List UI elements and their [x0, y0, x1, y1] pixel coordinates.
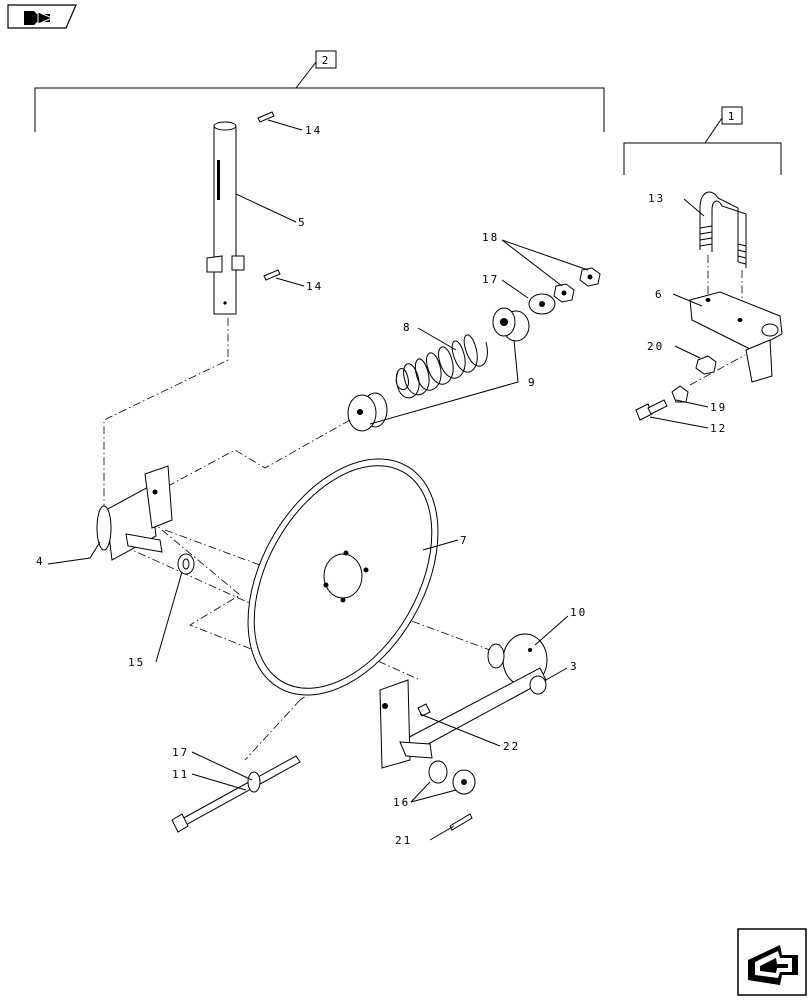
- callout-21: 21: [395, 834, 412, 847]
- next-page-arrow-icon: [748, 945, 798, 985]
- callout-13: 13: [648, 192, 665, 205]
- part-15-washer: [177, 553, 195, 575]
- group-bracket-2: 2: [34, 50, 605, 132]
- callout-6: 6: [655, 288, 664, 301]
- prev-nav-button[interactable]: [7, 4, 77, 29]
- part-16-washers: [428, 760, 476, 795]
- callout-8: 8: [403, 321, 412, 334]
- callout-14-bottom: 14: [306, 280, 323, 293]
- part-6-bracket: [689, 291, 783, 383]
- callout-leaders: [47, 119, 709, 841]
- callout-15: 15: [128, 656, 145, 669]
- group-label-1: 1: [728, 110, 737, 123]
- part-22-set-screw: [417, 703, 431, 717]
- part-18-nut-b: [579, 267, 601, 287]
- callout-labels: 14 5 14 18 17 8 9 13 6 20 19 12 4 7 15 1…: [36, 124, 727, 847]
- next-nav-button[interactable]: [737, 928, 807, 996]
- part-20-nut: [695, 355, 717, 375]
- part-17-washer-top: [528, 293, 556, 315]
- callout-16: 16: [393, 796, 410, 809]
- part-19-washer: [671, 385, 689, 403]
- group-label-2: 2: [322, 54, 331, 67]
- part-14-pin-top: [257, 111, 275, 123]
- callout-18: 18: [482, 231, 499, 244]
- callout-22: 22: [503, 740, 520, 753]
- callout-5: 5: [298, 216, 307, 229]
- callout-11: 11: [172, 768, 189, 781]
- part-18-nut-a: [553, 283, 575, 303]
- part-12-bolt: [635, 399, 668, 421]
- part-9-spring-cap-left: [347, 392, 388, 432]
- part-13-u-bolt: [699, 191, 747, 268]
- callout-19: 19: [710, 401, 727, 414]
- book-arrow-icon: [24, 11, 54, 25]
- callout-7: 7: [460, 534, 469, 547]
- callout-9: 9: [528, 376, 537, 389]
- callout-17-bottom: 17: [172, 746, 189, 759]
- callout-12: 12: [710, 422, 727, 435]
- part-9-spring-cap-right: [492, 307, 530, 342]
- callout-10: 10: [570, 606, 587, 619]
- part-14-pin-bottom: [263, 269, 281, 281]
- part-4-bracket: [96, 465, 173, 561]
- part-17-washer-bottom: [247, 771, 261, 793]
- callout-3: 3: [570, 660, 579, 673]
- part-7-disc: [247, 458, 439, 696]
- group-bracket-1: 1: [623, 106, 782, 175]
- part-21-cotter-pin: [449, 813, 473, 831]
- callout-4: 4: [36, 555, 45, 568]
- part-3-arm: [379, 667, 547, 769]
- part-11-long-bolt: [171, 755, 301, 833]
- callout-14-top: 14: [305, 124, 322, 137]
- part-8-spring: [395, 334, 488, 399]
- callout-17-top: 17: [482, 273, 499, 286]
- callout-20: 20: [647, 340, 664, 353]
- part-5-shaft: [206, 121, 245, 315]
